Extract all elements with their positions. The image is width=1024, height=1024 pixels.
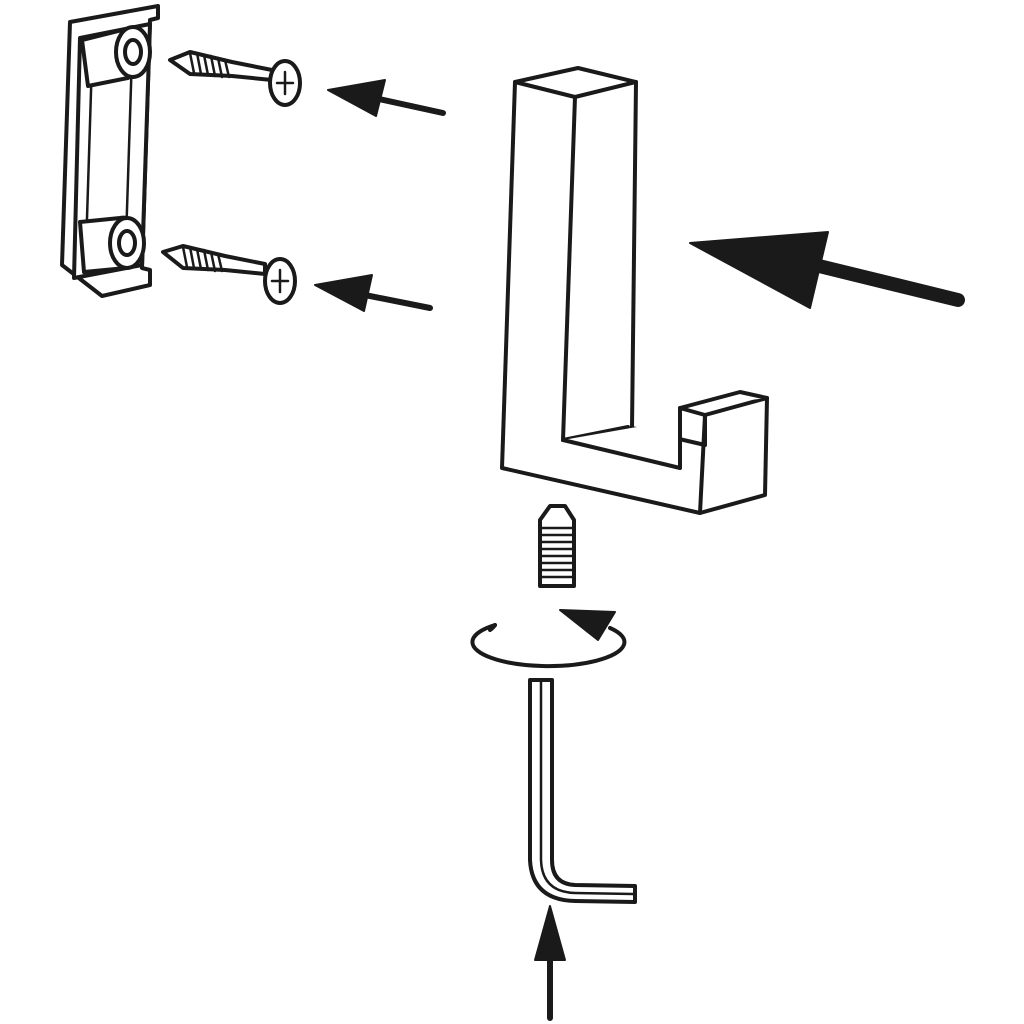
wall-screw-bottom [161, 244, 297, 305]
arrow-to-hook [689, 231, 965, 309]
arrow-top [327, 79, 446, 117]
mounting-bracket [60, 4, 160, 298]
rotation-arrow [470, 609, 627, 669]
wall-screw-top [168, 50, 302, 107]
arrow-up [534, 905, 566, 1021]
hex-key [528, 678, 637, 904]
set-screw [538, 504, 576, 588]
hook [500, 66, 769, 515]
arrow-bottom [314, 274, 433, 312]
